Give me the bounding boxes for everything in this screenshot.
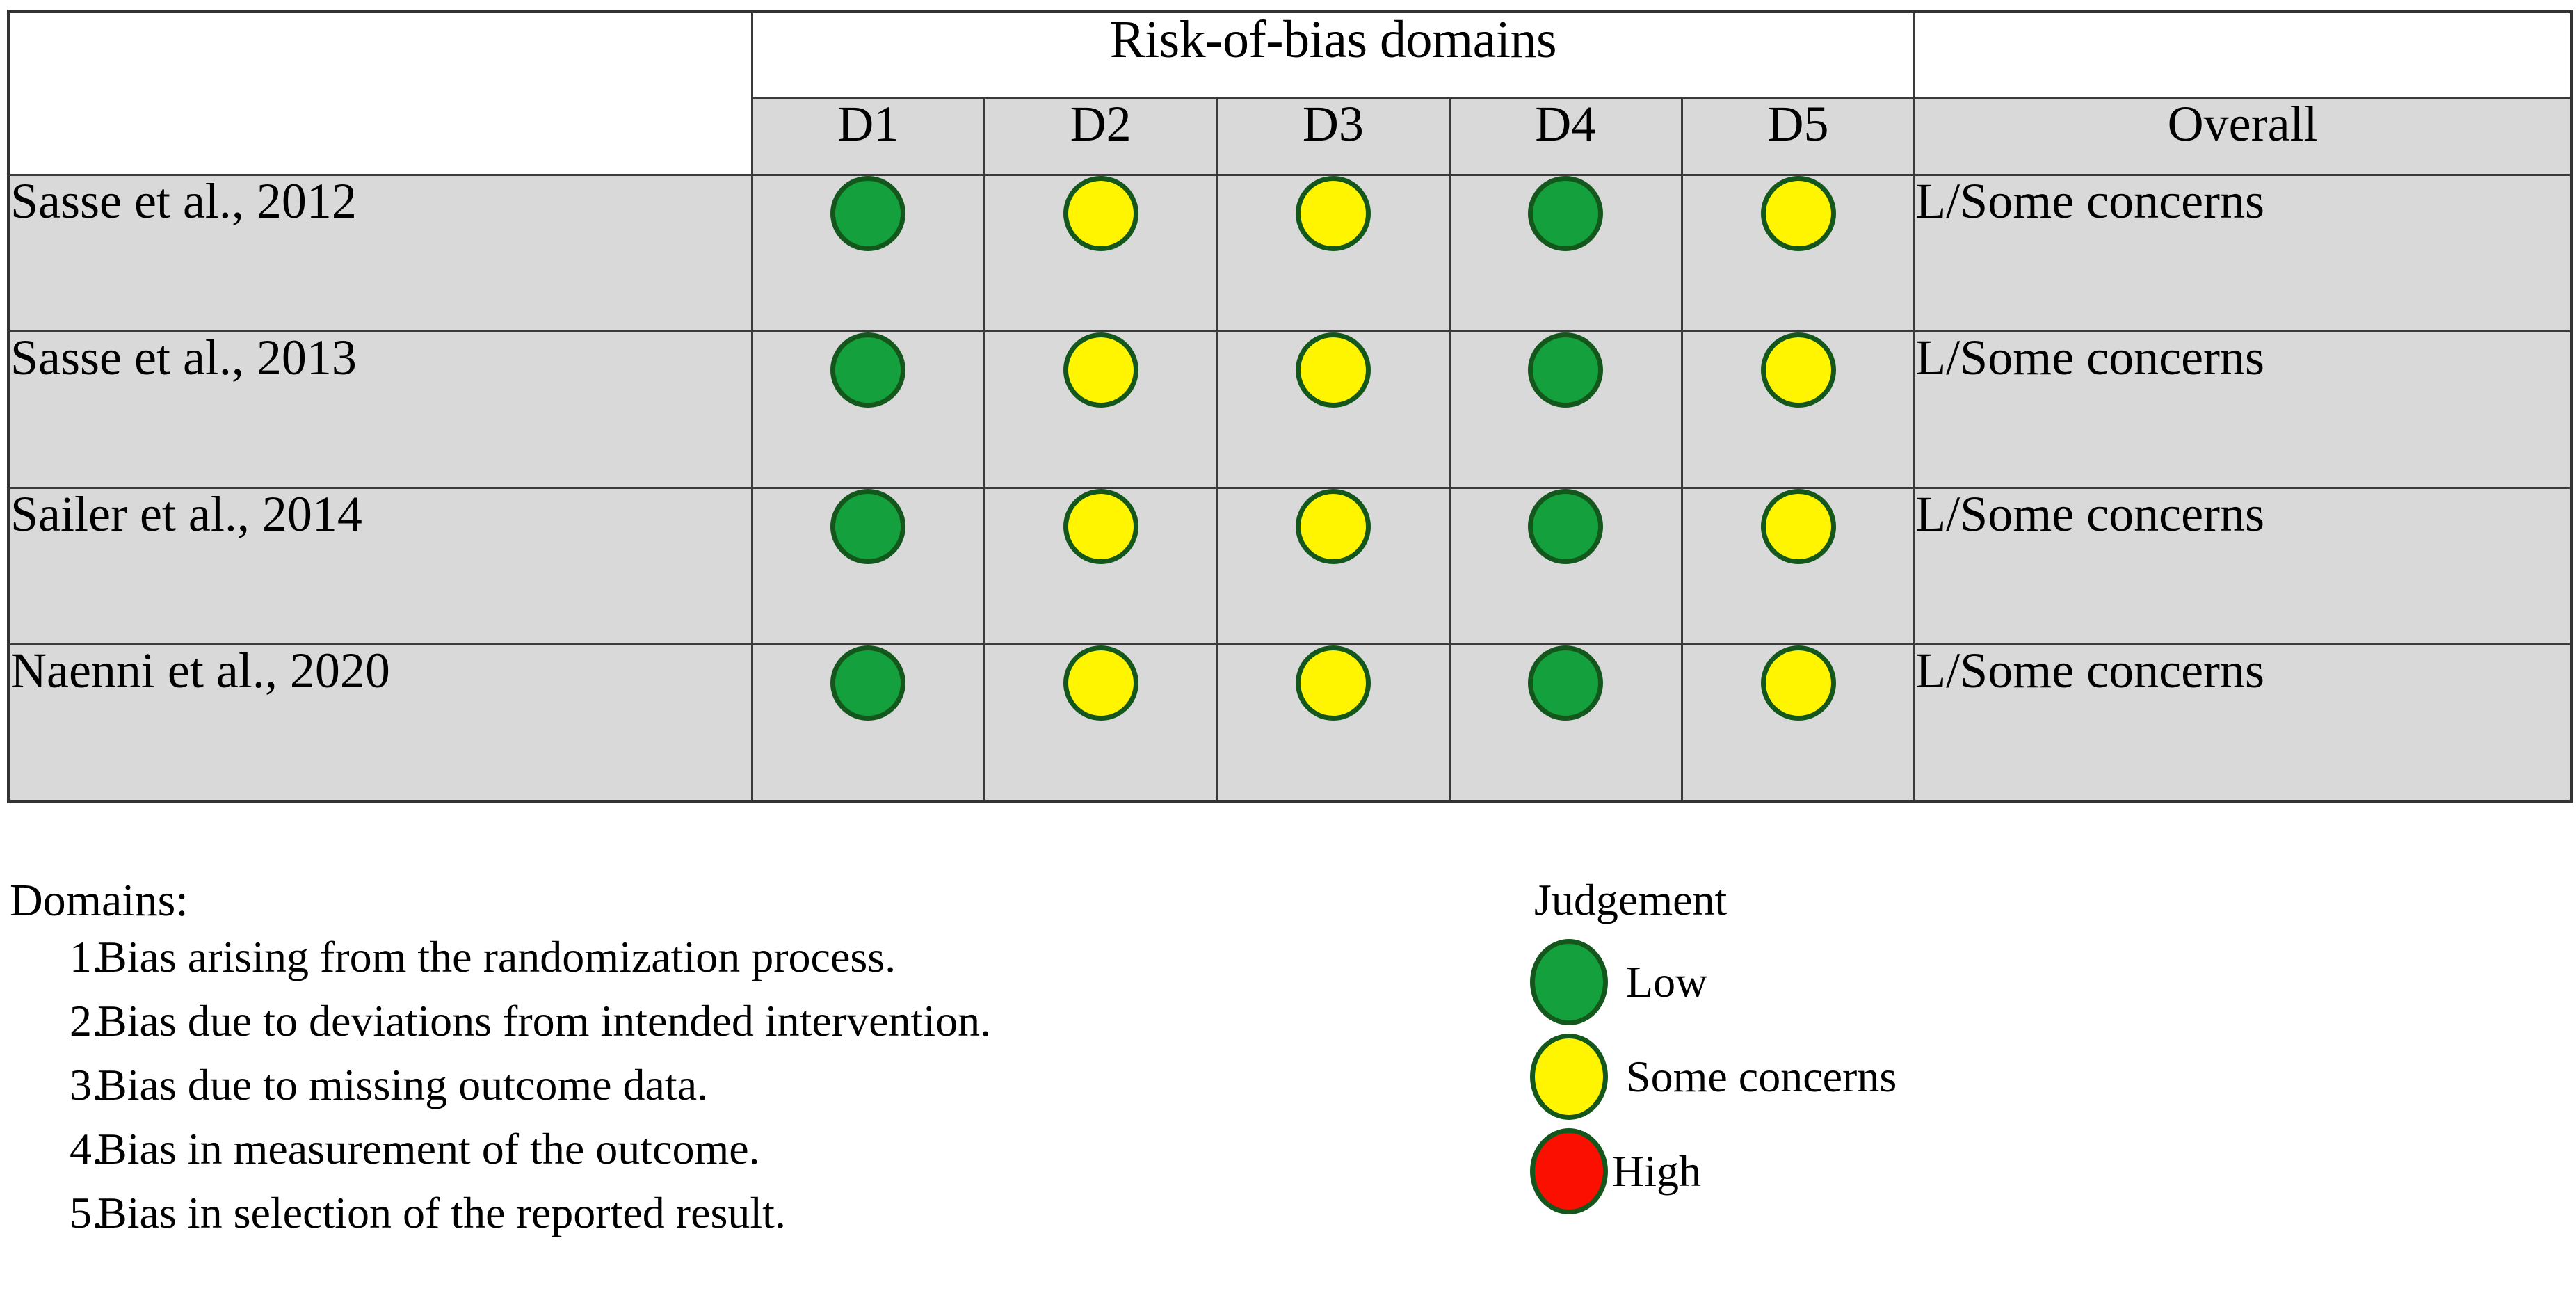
table-row: Sasse et al., 2013 L/Some concerns xyxy=(8,330,2573,489)
judgement-cell-d4 xyxy=(1448,487,1683,645)
judgement-low-label: Low xyxy=(1626,957,1708,1006)
judgement-legend: Judgement Low Some concerns High xyxy=(1530,878,2504,1219)
judgement-some-concerns-icon xyxy=(1063,489,1138,564)
judgement-some-concerns-icon xyxy=(1063,332,1138,408)
judgement-low-icon xyxy=(830,489,906,564)
domains-legend-item: 5.Bias in selection of the reported resu… xyxy=(10,1191,1609,1235)
domain-description: Bias due to missing outcome data. xyxy=(97,1060,709,1109)
judgement-legend-item-some-concerns: Some concerns xyxy=(1530,1029,2504,1124)
study-name: Sailer et al., 2014 xyxy=(8,487,753,645)
judgement-cell-d1 xyxy=(750,174,985,332)
judgement-cell-d5 xyxy=(1680,643,1916,803)
domain-description: Bias arising from the randomization proc… xyxy=(97,932,896,981)
domain-number: 3. xyxy=(70,1060,103,1109)
judgement-low-icon xyxy=(830,176,906,251)
judgement-low-icon xyxy=(1528,645,1604,721)
judgement-some-concerns-icon xyxy=(1295,645,1371,721)
header-row-columns: D1 D2 D3 D4 D5 Overall xyxy=(9,97,2573,176)
judgement-cell-d4 xyxy=(1448,330,1683,489)
domain-number: 5. xyxy=(70,1188,103,1237)
judgement-low-icon xyxy=(1528,489,1604,564)
domains-legend-item: 2.Bias due to deviations from intended i… xyxy=(10,999,1609,1043)
overall-judgement: L/Some concerns xyxy=(1913,643,2573,803)
judgement-some-concerns-label: Some concerns xyxy=(1626,1052,1897,1101)
header-row-group: Risk-of-bias domains xyxy=(8,10,2573,176)
judgement-some-concerns-icon xyxy=(1760,489,1836,564)
judgement-cell-d1 xyxy=(750,643,985,803)
judgement-cell-d3 xyxy=(1216,174,1451,332)
judgement-cell-d4 xyxy=(1448,174,1683,332)
domains-legend-item: 1.Bias arising from the randomization pr… xyxy=(10,935,1609,979)
domain-number: 2. xyxy=(70,996,103,1045)
domains-legend-title: Domains: xyxy=(10,875,188,926)
judgement-some-concerns-icon xyxy=(1063,645,1138,721)
judgement-some-concerns-icon xyxy=(1530,1034,1608,1120)
table-header: Risk-of-bias domains D1 D2 D3 D4 D5 Over… xyxy=(8,10,2573,176)
judgement-cell-d2 xyxy=(983,643,1218,803)
domain-number: 4. xyxy=(70,1124,103,1173)
domains-legend-item: 3.Bias due to missing outcome data. xyxy=(10,1063,1609,1107)
judgement-high-icon xyxy=(1530,1128,1608,1214)
table-row: Sailer et al., 2014 L/Some concerns xyxy=(8,487,2573,645)
judgement-cell-d1 xyxy=(750,487,985,645)
domains-legend: Domains: 1.Bias arising from the randomi… xyxy=(10,878,1609,1255)
risk-of-bias-figure: Risk-of-bias domains D1 D2 D3 D4 D5 Over… xyxy=(0,10,2576,1316)
study-name: Sasse et al., 2012 xyxy=(8,174,753,332)
risk-of-bias-table: Risk-of-bias domains D1 D2 D3 D4 D5 Over… xyxy=(7,10,2573,803)
judgement-cell-d5 xyxy=(1680,174,1916,332)
judgement-cell-d5 xyxy=(1680,330,1916,489)
header-d2: D2 xyxy=(983,97,1218,176)
judgement-legend-item-low: Low xyxy=(1530,935,2504,1029)
judgement-cell-d3 xyxy=(1216,330,1451,489)
header-d4: D4 xyxy=(1448,97,1683,176)
figure-legend: Domains: 1.Bias arising from the randomi… xyxy=(7,878,2573,1295)
domain-description: Bias in measurement of the outcome. xyxy=(97,1124,760,1173)
header-risk-of-bias-domains: Risk-of-bias domains xyxy=(750,10,1916,99)
judgement-some-concerns-icon xyxy=(1295,332,1371,408)
overall-judgement: L/Some concerns xyxy=(1913,330,2573,489)
domain-description: Bias due to deviations from intended int… xyxy=(97,996,992,1045)
judgement-cell-d3 xyxy=(1216,487,1451,645)
judgement-cell-d2 xyxy=(983,330,1218,489)
header-d5: D5 xyxy=(1680,97,1916,176)
judgement-cell-d5 xyxy=(1680,487,1916,645)
judgement-cell-d1 xyxy=(750,330,985,489)
table-row: Naenni et al., 2020 L/Some concerns xyxy=(8,643,2573,803)
judgement-cell-d2 xyxy=(983,174,1218,332)
judgement-cell-d4 xyxy=(1448,643,1683,803)
domains-legend-item: 4.Bias in measurement of the outcome. xyxy=(10,1127,1609,1171)
header-study-blank xyxy=(8,10,753,176)
judgement-low-icon xyxy=(830,332,906,408)
judgement-some-concerns-icon xyxy=(1295,489,1371,564)
judgement-low-icon xyxy=(1528,176,1604,251)
judgement-high-label: High xyxy=(1612,1146,1701,1196)
judgement-some-concerns-icon xyxy=(1295,176,1371,251)
study-name: Sasse et al., 2013 xyxy=(8,330,753,489)
table-body: Sasse et al., 2012 L/Some concerns Sasse… xyxy=(8,174,2573,803)
judgement-some-concerns-icon xyxy=(1760,645,1836,721)
overall-judgement: L/Some concerns xyxy=(1913,174,2573,332)
judgement-low-icon xyxy=(830,645,906,721)
header-d1: D1 xyxy=(750,97,985,176)
domain-number: 1. xyxy=(70,932,103,981)
judgement-low-icon xyxy=(1530,939,1608,1025)
header-overall: Overall xyxy=(1913,97,2573,176)
overall-judgement: L/Some concerns xyxy=(1913,487,2573,645)
judgement-some-concerns-icon xyxy=(1063,176,1138,251)
judgement-some-concerns-icon xyxy=(1760,332,1836,408)
judgement-low-icon xyxy=(1528,332,1604,408)
header-overall-blank xyxy=(1913,10,2573,99)
domains-legend-list: 1.Bias arising from the randomization pr… xyxy=(10,935,1609,1235)
judgement-some-concerns-icon xyxy=(1760,176,1836,251)
judgement-cell-d3 xyxy=(1216,643,1451,803)
judgement-legend-item-high: High xyxy=(1530,1124,2504,1219)
study-name: Naenni et al., 2020 xyxy=(8,643,753,803)
judgement-legend-title: Judgement xyxy=(1534,875,1728,924)
domain-description: Bias in selection of the reported result… xyxy=(97,1188,786,1237)
header-d3: D3 xyxy=(1216,97,1451,176)
table-row: Sasse et al., 2012 L/Some concerns xyxy=(8,174,2573,332)
judgement-cell-d2 xyxy=(983,487,1218,645)
